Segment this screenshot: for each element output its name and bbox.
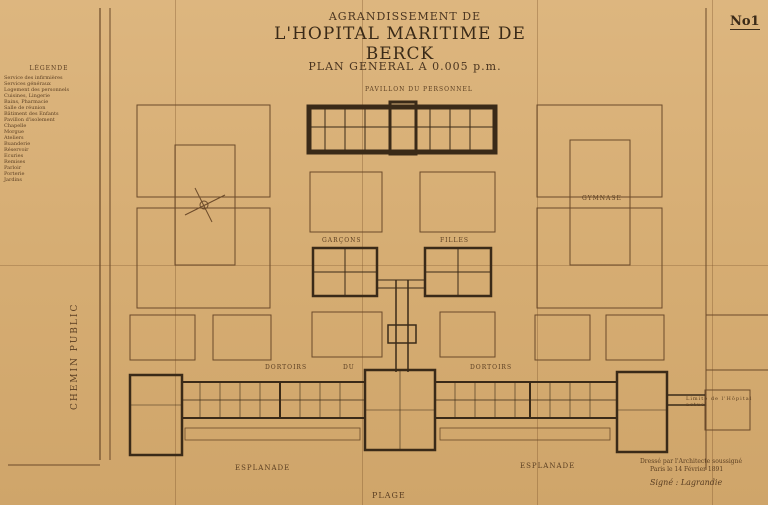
legend-item: Remises xyxy=(4,159,26,165)
label-chemin-public: CHEMIN PUBLIC xyxy=(70,302,80,410)
legend-item: Parloir xyxy=(4,165,22,171)
legend-item: Réservoir xyxy=(4,147,29,153)
label-esplanade-right: ESPLANADE xyxy=(520,462,576,470)
scale-subtitle: PLAN GENERAL A 0.005 p.m. xyxy=(308,60,502,73)
signature-note-1: Dressé par l'Architecte soussigné xyxy=(640,458,743,465)
label-pavillon: PAVILLON DU PERSONNEL xyxy=(365,86,473,93)
signature-note-2: Paris le 14 Février 1891 xyxy=(650,466,724,473)
legend-item: Porterie xyxy=(4,171,25,177)
legend-item: Bâtiment des Enfants xyxy=(4,111,59,117)
legend-heading: LÉGENDE xyxy=(29,65,69,72)
label-dortoir-left: DORTOIRS xyxy=(265,364,308,371)
legend-item: Cuisines, Lingerie xyxy=(4,93,50,99)
label-plage: PLAGE xyxy=(372,491,406,500)
page-title: L'HOPITAL MARITIME DE BERCK xyxy=(274,24,526,64)
legend-item: Jardins xyxy=(4,177,22,183)
title-line-1: AGRANDISSEMENT DE xyxy=(328,10,482,23)
label-gymnase: GYMNASE xyxy=(582,195,622,202)
sheet-number: No1 xyxy=(730,14,760,30)
fold-line xyxy=(712,0,713,505)
legend-item: Ateliers xyxy=(4,135,24,141)
legend-item: Pavillon d'isolement xyxy=(4,117,55,123)
fold-line xyxy=(0,265,768,266)
legend-item: Buanderie xyxy=(4,141,31,147)
legend-panel: LÉGENDE Service des infirmières Services… xyxy=(4,65,94,184)
label-dortoir-mid: DU xyxy=(343,364,355,371)
legend-item: Service des infirmières xyxy=(4,75,63,81)
legend-item: Ecuries xyxy=(4,153,24,159)
legend-item: Services généraux xyxy=(4,81,51,87)
label-garcons: GARÇONS xyxy=(322,237,362,244)
fold-line xyxy=(362,0,363,505)
legend-item: Morgue xyxy=(4,129,24,135)
label-dortoir-right: DORTOIRS xyxy=(470,364,513,371)
legend-item: Salle de réunion xyxy=(4,105,46,111)
legend-item: Chapelle xyxy=(4,123,27,129)
signature-name: Signé : Lagrandie xyxy=(650,478,723,487)
label-esplanade-left: ESPLANADE xyxy=(235,464,291,472)
label-filles: FILLES xyxy=(440,237,469,244)
legend-item: Bains, Pharmacie xyxy=(4,99,49,105)
legend-item: Logement des personnels xyxy=(4,87,70,93)
label-annex-note: Limite de l'Hôpital actuel xyxy=(686,396,753,408)
